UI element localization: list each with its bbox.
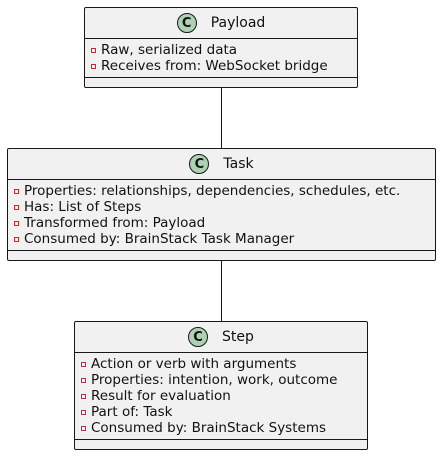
field: Transformed from: Payload: [14, 215, 435, 231]
class-payload: C Payload Raw, serialized data Receives …: [84, 7, 358, 88]
class-icon: C: [189, 154, 210, 174]
field: Result for evaluation: [81, 388, 367, 404]
association-task-step: [221, 260, 222, 322]
private-marker-icon: [91, 47, 96, 53]
field-text: Transformed from: Payload: [24, 215, 206, 231]
private-marker-icon: [14, 188, 19, 194]
field: Properties: intention, work, outcome: [81, 372, 367, 388]
field: Consumed by: BrainStack Systems: [81, 420, 367, 436]
private-marker-icon: [14, 220, 19, 226]
field: Has: List of Steps: [14, 199, 435, 215]
class-methods: [8, 251, 435, 259]
private-marker-icon: [81, 409, 86, 415]
field: Properties: relationships, dependencies,…: [14, 183, 435, 199]
field-text: Action or verb with arguments: [91, 356, 297, 372]
private-marker-icon: [14, 236, 19, 242]
class-task: C Task Properties: relationships, depend…: [7, 148, 436, 261]
field: Action or verb with arguments: [81, 356, 367, 372]
field-text: Receives from: WebSocket bridge: [101, 58, 328, 74]
class-name: Task: [223, 156, 254, 172]
class-methods: [85, 78, 357, 86]
private-marker-icon: [81, 393, 86, 399]
field: Consumed by: BrainStack Task Manager: [14, 231, 435, 247]
class-header: C Step: [75, 322, 367, 353]
private-marker-icon: [14, 204, 19, 210]
field-text: Properties: relationships, dependencies,…: [24, 183, 401, 199]
field: Raw, serialized data: [91, 42, 357, 58]
field-text: Has: List of Steps: [24, 199, 142, 215]
class-header: C Task: [8, 149, 435, 180]
field: Part of: Task: [81, 404, 367, 420]
field-text: Result for evaluation: [91, 388, 231, 404]
field-text: Consumed by: BrainStack Systems: [91, 420, 326, 436]
class-icon: C: [188, 327, 209, 347]
private-marker-icon: [91, 63, 96, 69]
class-icon: C: [176, 13, 197, 33]
private-marker-icon: [81, 377, 86, 383]
class-fields: Action or verb with arguments Properties…: [75, 353, 367, 440]
private-marker-icon: [81, 425, 86, 431]
field-text: Part of: Task: [91, 404, 173, 420]
field-text: Raw, serialized data: [101, 42, 238, 58]
private-marker-icon: [81, 361, 86, 367]
class-methods: [75, 440, 367, 448]
class-name: Payload: [210, 15, 266, 31]
field-text: Properties: intention, work, outcome: [91, 372, 338, 388]
class-fields: Raw, serialized data Receives from: WebS…: [85, 39, 357, 78]
class-step: C Step Action or verb with arguments Pro…: [74, 321, 368, 450]
class-name: Step: [222, 329, 254, 345]
field-text: Consumed by: BrainStack Task Manager: [24, 231, 295, 247]
field: Receives from: WebSocket bridge: [91, 58, 357, 74]
association-payload-task: [221, 87, 222, 149]
class-fields: Properties: relationships, dependencies,…: [8, 180, 435, 251]
class-header: C Payload: [85, 8, 357, 39]
